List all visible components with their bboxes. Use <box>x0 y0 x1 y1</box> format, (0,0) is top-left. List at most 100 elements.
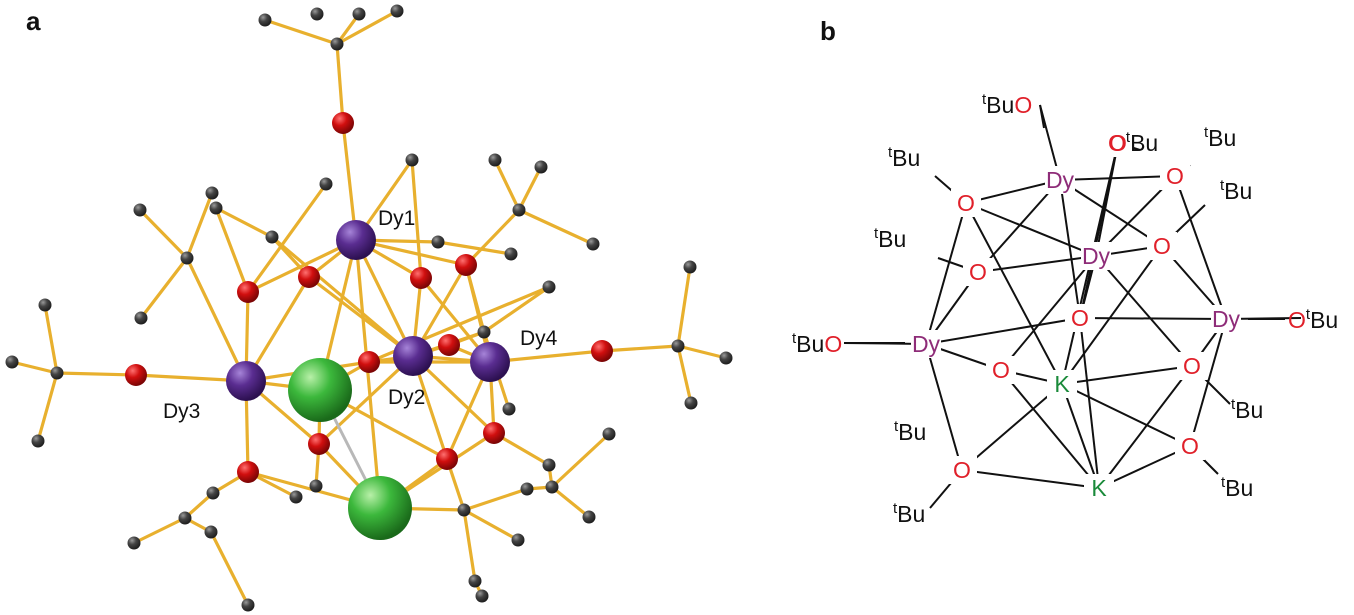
tbu-2: tBu <box>874 225 906 252</box>
carbon-atom-c30 <box>31 434 45 448</box>
potassium-atom-k2 <box>348 476 412 540</box>
carbon-atom-c12 <box>319 177 333 191</box>
bond-c11-dy2 <box>270 235 415 358</box>
schem-k2-bg <box>1084 474 1114 502</box>
bond-c1-c3 <box>335 9 399 46</box>
carbon-atom-c14 <box>512 203 526 217</box>
bond-c43-c45 <box>550 485 591 519</box>
label-dy4: Dy4 <box>520 327 558 350</box>
tbu-4: tBu <box>1220 177 1252 204</box>
schem-bond-o9-k2 <box>1098 445 1191 489</box>
carbon-atom-c5 <box>310 7 324 21</box>
schem-oxygen-o3: O <box>992 357 1010 383</box>
schem-bond-o1-dy2 <box>965 202 1097 257</box>
carbon-atom-c38 <box>457 503 471 517</box>
bond-c23-c25 <box>676 344 728 360</box>
schem-oxygen-o9b: O <box>1181 433 1199 459</box>
bond-o9-c23 <box>600 344 680 353</box>
bond-c10-c11 <box>214 206 274 239</box>
schem-bond-o1-k1 <box>965 202 1063 385</box>
dysprosium-atom-dy4 <box>470 342 510 382</box>
schem-oxygen-o8b: O <box>1183 353 1201 379</box>
carbon-atom-c9 <box>205 186 219 200</box>
schem-bond-dy1-o1 <box>965 179 1061 204</box>
schem-ligand-bond-8 <box>1039 104 1045 129</box>
oxygen-atom-o5 <box>237 281 259 303</box>
schem-bond-o10-k2 <box>961 469 1100 489</box>
schem-bond-o7-k1 <box>1061 245 1163 385</box>
schem-bond-k1-k2 <box>1061 383 1100 489</box>
bond-o5-c10 <box>214 206 250 294</box>
carbon-atom-c20 <box>477 325 491 339</box>
bond-c38-c41 <box>462 508 520 542</box>
tbu-1: tBu <box>888 144 920 171</box>
bond-c31-c35 <box>209 530 250 607</box>
carbon-atom-c6 <box>180 251 194 265</box>
carbon-atom-c24 <box>683 260 697 274</box>
carbon-atom-c13 <box>405 153 419 167</box>
bond-c32-c33 <box>132 516 187 545</box>
carbon-atom-c2 <box>258 13 272 27</box>
bond-c27-c29 <box>10 360 59 375</box>
schem-bond-o4-k2 <box>1079 317 1100 489</box>
carbon-atom-c42 <box>475 589 489 603</box>
schem-bond-k1-o9 <box>1061 383 1191 447</box>
carbon-atom-c21 <box>542 280 556 294</box>
bond-c1-o1 <box>335 42 345 125</box>
bond-c38-c39 <box>462 508 477 583</box>
schem-bond-o3-k2 <box>1000 369 1100 489</box>
schem-dy3: Dy <box>912 331 941 357</box>
schem-oxygen-o5-bg <box>1103 129 1133 157</box>
schem-oxygen-o8b-bg <box>1177 352 1207 380</box>
carbon-atom-c39 <box>468 574 482 588</box>
bond-c14-c16 <box>517 165 543 212</box>
schem-k1-bg <box>1047 370 1077 398</box>
schem-dy4-bg <box>1211 305 1241 333</box>
oxygen-atom-o6 <box>125 364 147 386</box>
carbon-atom-c28 <box>38 298 52 312</box>
atoms-layer <box>5 4 733 612</box>
carbon-atom-c37 <box>309 479 323 493</box>
oxygen-atom-o8 <box>438 334 460 356</box>
label-dy1: Dy1 <box>378 207 415 230</box>
bond-c27-c28 <box>43 303 59 375</box>
tbuo-top: tBuO <box>982 91 1032 118</box>
carbon-atom-c46 <box>542 458 556 472</box>
panel-a-letter: a <box>26 6 41 36</box>
bond-o10-dy2 <box>317 354 415 446</box>
schem-oxygen-o5: O <box>1109 130 1127 156</box>
bond-o2-dy3 <box>244 275 311 383</box>
schem-oxygen-o7-bg <box>1147 232 1177 260</box>
carbon-atom-c1 <box>330 37 344 51</box>
schem-oxygen-o2: O <box>969 259 987 285</box>
carbon-atom-c3 <box>390 4 404 18</box>
carbon-atom-c4 <box>352 7 366 21</box>
bond-c14-c17 <box>517 208 595 246</box>
bond-c27-c30 <box>36 371 59 443</box>
oxygen-atom-o7 <box>358 351 380 373</box>
carbon-atom-c44 <box>602 427 616 441</box>
oxygen-atom-o4 <box>455 254 477 276</box>
schem-oxygen-o6: O <box>1166 163 1184 189</box>
schem-oxygen-o7: O <box>1153 233 1171 259</box>
bond-o5-c12 <box>246 182 328 294</box>
label-dy2: Dy2 <box>388 386 425 409</box>
carbon-atom-c25 <box>719 351 733 365</box>
bond-c20-c21 <box>482 285 551 334</box>
schem-oxygen-o3-bg <box>986 356 1016 384</box>
schem-oxygen-o1-bg <box>951 189 981 217</box>
schem-dy2: Dy <box>1082 243 1111 269</box>
tbuo-left: tBuO <box>792 330 842 357</box>
carbon-atom-c27 <box>50 366 64 380</box>
panel-b-schematic: b DyDyDyDyKKOOOOOOOOOOOOtBuOOtButButButB… <box>792 16 1338 527</box>
schem-dy3-bg <box>911 330 941 358</box>
carbon-atom-c8 <box>134 311 148 325</box>
bond-dy1-dy2 <box>354 238 415 358</box>
otbu-top: OtBu <box>1108 129 1158 156</box>
potassium-atom-k1 <box>288 358 352 422</box>
schem-bond-o2-dy2 <box>977 255 1097 273</box>
carbon-atom-c29 <box>5 355 19 369</box>
carbon-atom-c15 <box>488 153 502 167</box>
oxygen-atom-o10 <box>308 433 330 455</box>
